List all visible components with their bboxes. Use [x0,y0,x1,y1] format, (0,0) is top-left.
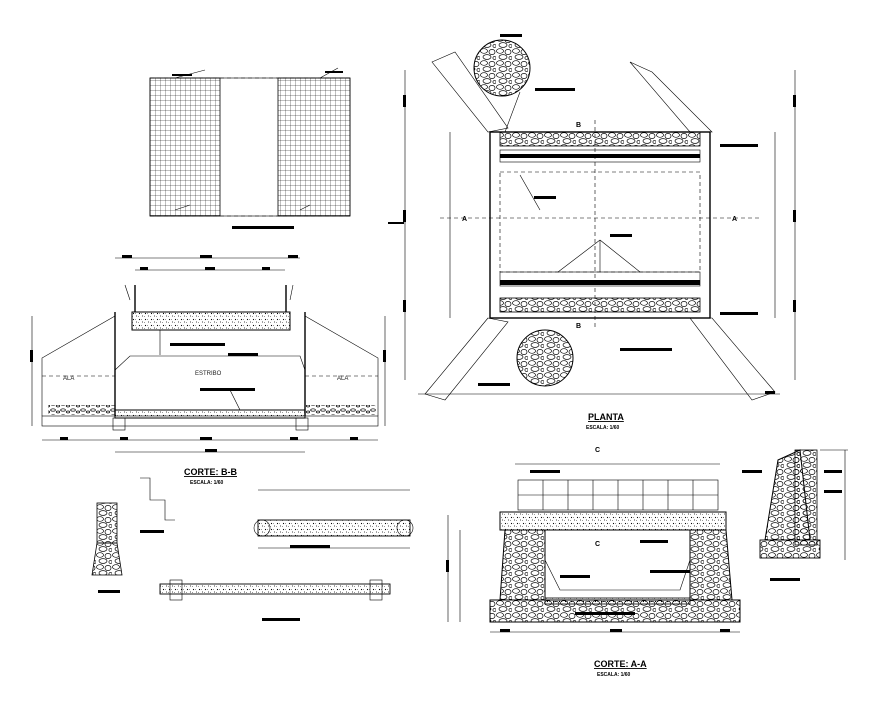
detail-beam [253,489,414,549]
section-bb-scale: ESCALA: 1/60 [190,480,224,486]
rebar-grid-plan [149,67,404,229]
plan-section-mark-a-right: A [732,216,737,223]
plan-section-mark-b-top: B [576,122,581,129]
plan-title: PLANTA [588,412,624,422]
plan-view: A A B B PLANTA ESCALA: 1/60 [403,34,796,431]
section-bb-title: CORTE: B-B [184,467,237,477]
section-aa-mark-c-bottom: C [595,541,600,548]
section-aa: C C CORTE: A-A ESCALA: 1/60 [446,447,741,678]
plan-section-mark-a-left: A [462,216,467,223]
section-bb: ALA ESTRIBO ALA CORTE: B-B ESCALA: 1/60 [30,255,386,486]
zone-label-ala-left: ALA [63,376,74,382]
zone-label-ala-right: ALA [337,376,348,382]
section-aa-scale: ESCALA: 1/60 [597,672,631,678]
detail-retaining-wall [742,449,848,581]
plan-scale: ESCALA: 1/60 [586,425,620,431]
zone-label-estribo: ESTRIBO [195,371,222,377]
section-aa-title: CORTE: A-A [594,659,647,669]
plan-section-mark-b-bottom: B [576,323,581,330]
detail-step [140,477,175,533]
section-aa-mark-c-top: C [595,447,600,454]
detail-wall-small [91,502,123,593]
detail-slab [159,579,391,621]
